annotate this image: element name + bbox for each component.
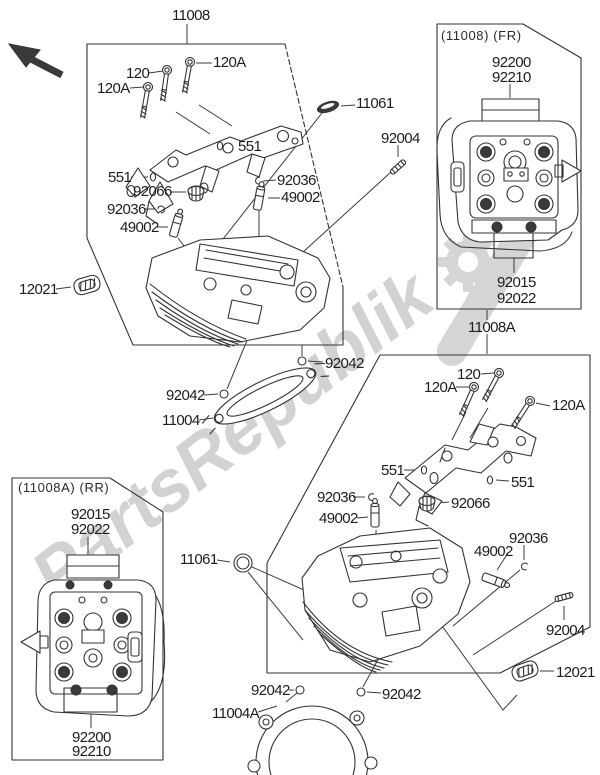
fr-head-top-view-drawing: [436, 98, 582, 259]
part-label-92036-4: 92036: [509, 530, 548, 547]
box-front-rocker-cut-edge: [284, 43, 344, 288]
part-label-11004a: 11004A: [212, 705, 260, 722]
part-label-92004-1: 92004: [381, 130, 420, 147]
part-label-92210-2: 92210: [72, 743, 111, 760]
part-label-92042-1: 92042: [325, 355, 364, 372]
part-label-92042-2: 92042: [166, 387, 205, 404]
part-label-49002-4: 49002: [474, 543, 513, 560]
part-label-92036-3: 92036: [317, 489, 356, 506]
part-label-49002-3: 49002: [319, 510, 358, 527]
part-label-551-1: 551: [238, 138, 262, 155]
front-direction-arrow-icon: [7, 43, 64, 79]
rr-head-top-view-drawing: [20, 554, 166, 717]
part-label-92042-3: 92042: [251, 682, 290, 699]
part-label-92066-1: 92066: [133, 183, 172, 200]
front-head-gasket-drawing: [202, 362, 330, 435]
part-label-49002-1: 49002: [281, 189, 320, 206]
part-label-92036-2: 92036: [107, 201, 146, 218]
part-label-92200-1: 92200: [492, 54, 531, 71]
rr-box-caption: (11008A) (RR): [18, 480, 110, 495]
part-label-11008a: 11008A: [468, 319, 516, 336]
part-label-12021-1: 12021: [19, 281, 58, 298]
box-front-rocker: [86, 43, 344, 346]
box-fr-head: [436, 23, 582, 310]
part-label-11061-1: 11061: [356, 95, 394, 112]
part-label-92015-2: 92015: [71, 506, 110, 523]
part-label-551-3: 551: [381, 462, 405, 479]
rear-cylinder-head-drawing: [301, 527, 471, 673]
part-label-92042-4: 92042: [382, 686, 421, 703]
box-rear-rocker: [266, 354, 591, 674]
rear-base-gasket-drawing: [247, 705, 378, 775]
part-label-92015-1: 92015: [497, 274, 536, 291]
part-label-92022-1: 92022: [497, 290, 536, 307]
part-label-12021-2: 12021: [556, 664, 595, 681]
front-head-gasket-11061-drawing: [316, 100, 340, 114]
part-label-120a-2: 120A: [97, 80, 130, 97]
part-label-551-4: 551: [511, 474, 535, 491]
part-label-11061-2: 11061: [180, 551, 218, 568]
part-label-92022-2: 92022: [71, 521, 110, 538]
leader-lines: [55, 24, 565, 728]
part-label-92036-1: 92036: [277, 172, 316, 189]
part-label-11004: 11004: [162, 412, 200, 429]
part-label-120a-3: 120A: [424, 379, 457, 396]
part-label-49002-2: 49002: [120, 219, 159, 236]
part-label-11008: 11008: [172, 7, 210, 24]
fr-box-caption: (11008) (FR): [441, 28, 522, 43]
part-label-120a-4: 120A: [552, 397, 585, 414]
front-cylinder-head-drawing: [145, 235, 331, 348]
part-label-551-2: 551: [108, 169, 132, 186]
part-label-120a-1: 120A: [213, 54, 246, 71]
part-label-120-2: 120: [457, 366, 481, 383]
part-label-92004-2: 92004: [546, 622, 585, 639]
part-label-92066-2: 92066: [451, 495, 490, 512]
part-label-120-1: 120: [126, 65, 150, 82]
part-label-92210-1: 92210: [492, 69, 531, 86]
box-rr-head: [11, 477, 164, 761]
part-label-92200-2: 92200: [72, 729, 111, 746]
